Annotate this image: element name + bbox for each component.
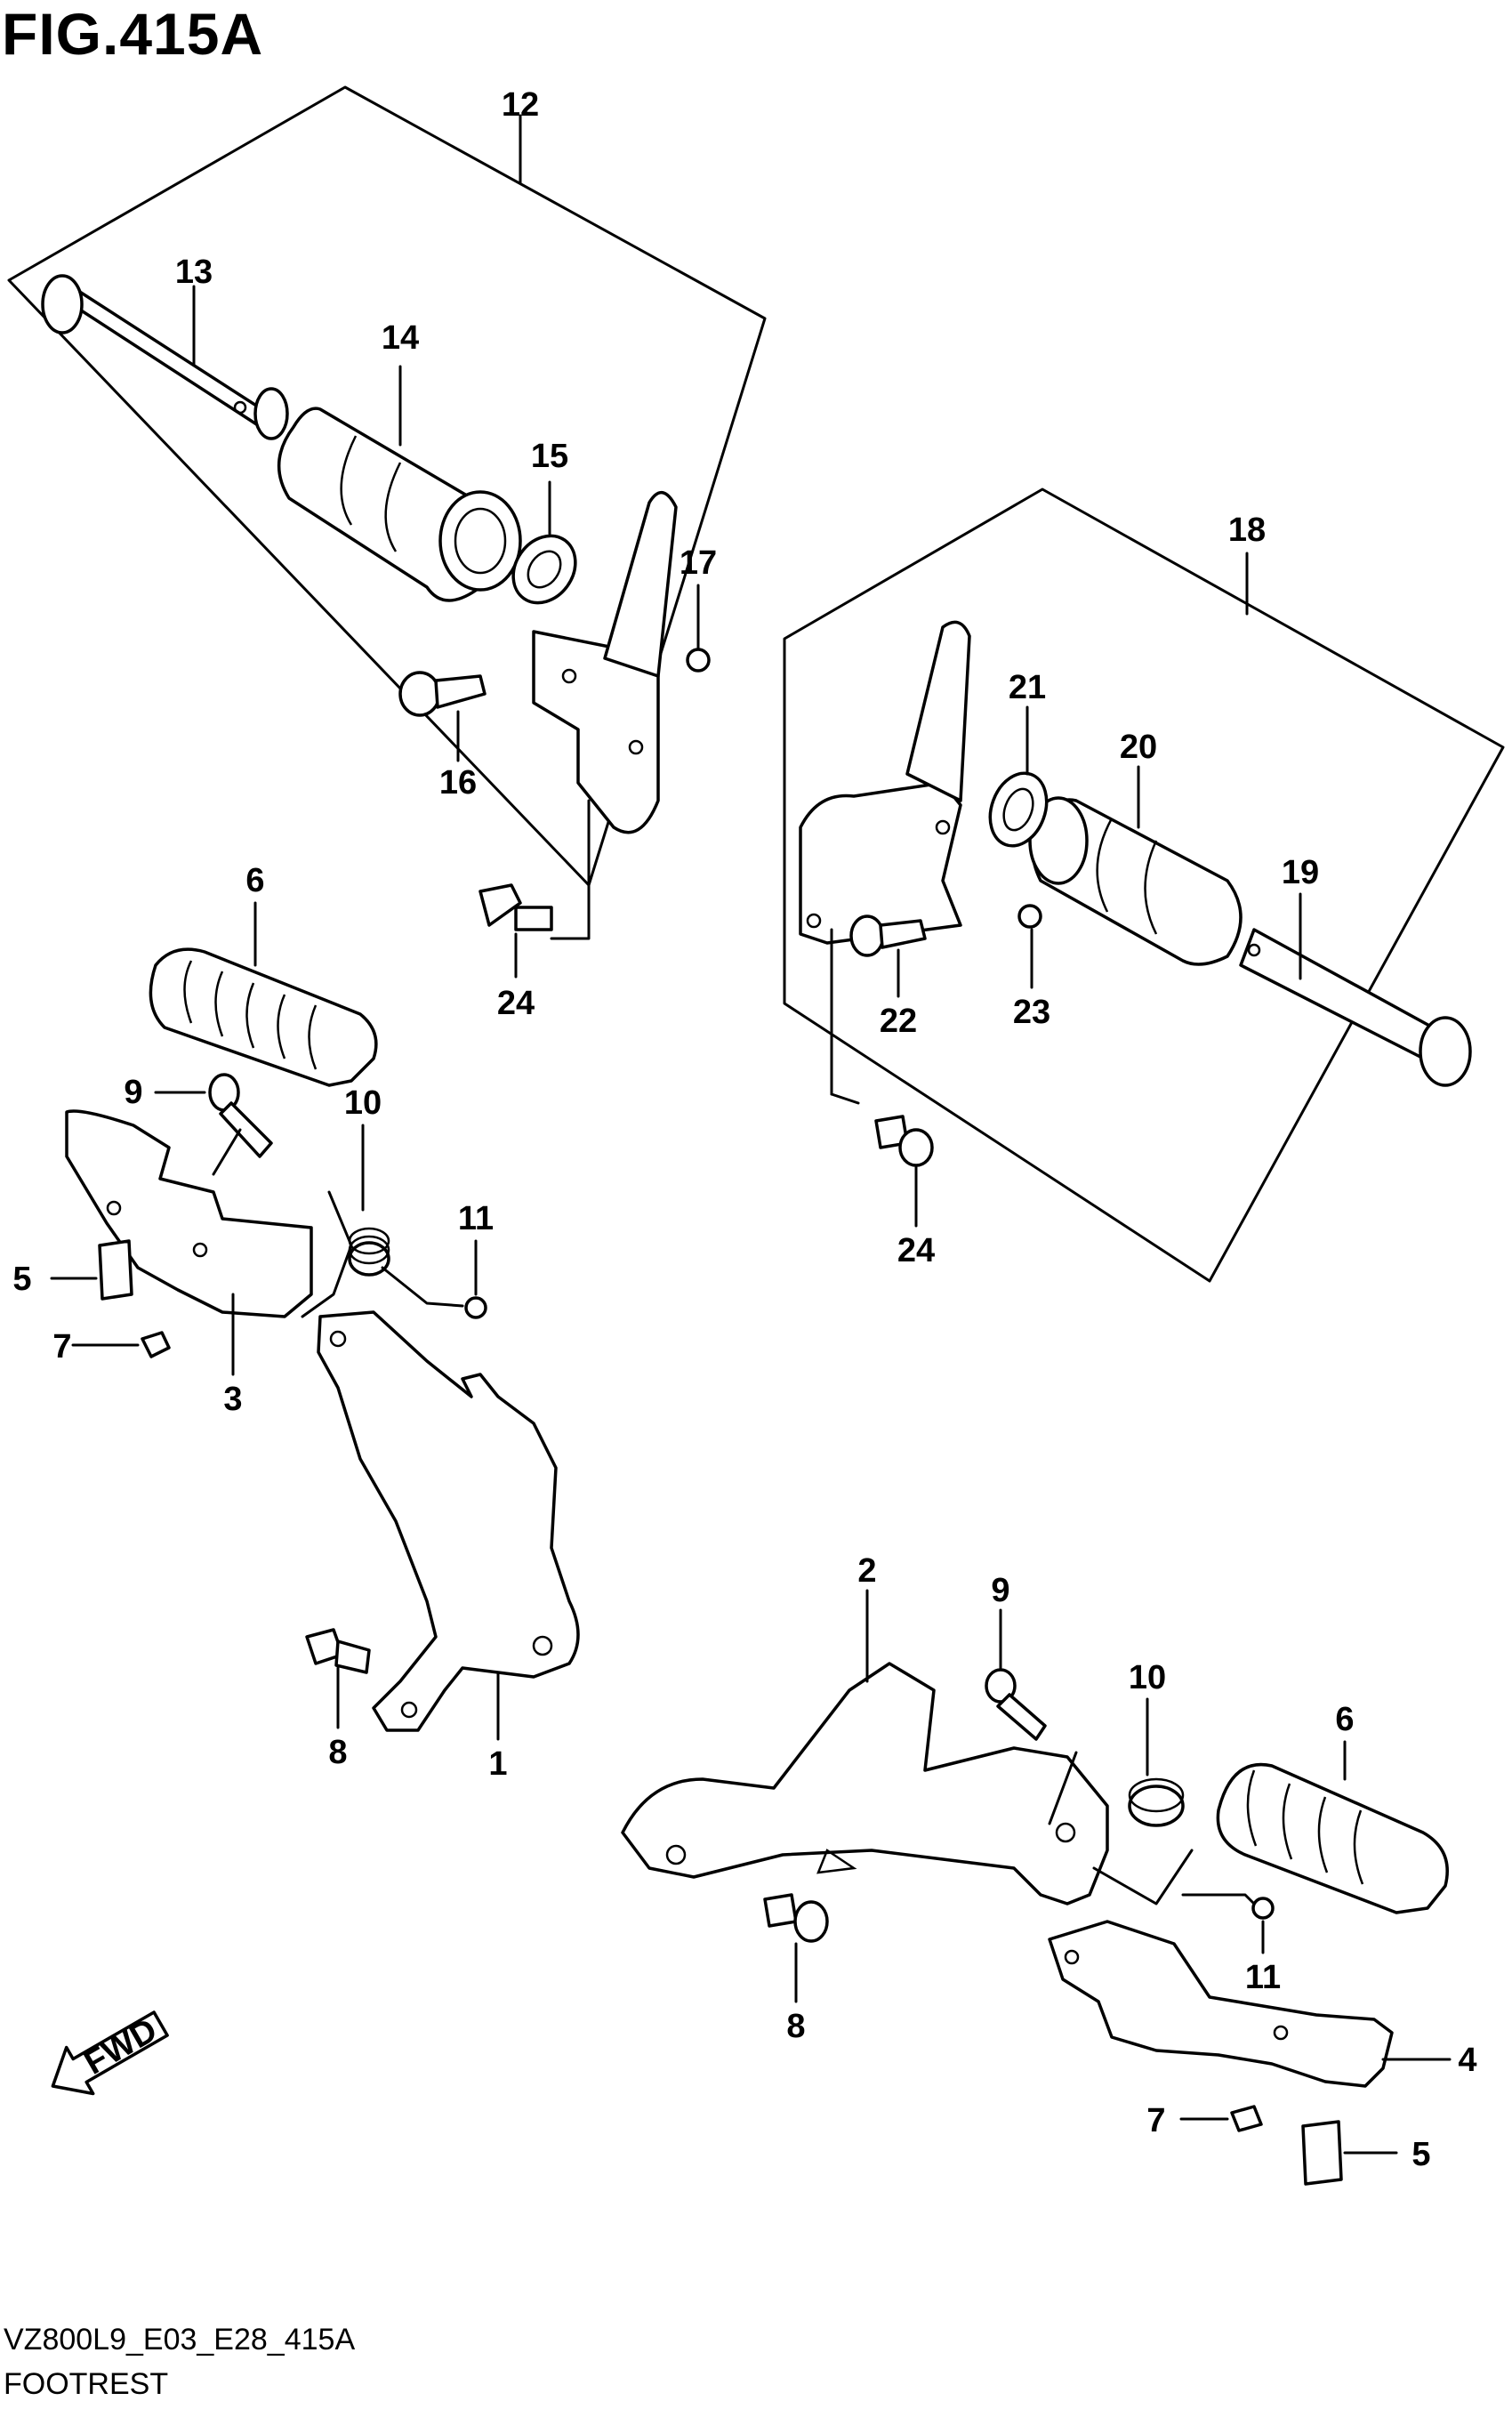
fwd-direction-arrow: FWD bbox=[51, 2010, 169, 2096]
callout-11-right: 11 bbox=[1245, 1959, 1281, 1996]
callout-5-left: 5 bbox=[12, 1261, 31, 1298]
callout-2: 2 bbox=[857, 1552, 876, 1590]
part-19-peg-shaft bbox=[1239, 928, 1472, 1087]
callout-6-right: 6 bbox=[1335, 1701, 1354, 1738]
part-8-bolt-left bbox=[305, 1628, 371, 1674]
callout-10-right: 10 bbox=[1129, 1659, 1166, 1696]
callout-9-right: 9 bbox=[991, 1572, 1009, 1609]
part-6-footrest-rubber-right bbox=[1216, 1762, 1449, 1914]
part-2-main-bracket-right bbox=[621, 1662, 1109, 1905]
callout-24-left: 24 bbox=[497, 985, 535, 1022]
callout-18: 18 bbox=[1228, 512, 1266, 549]
callout-7-right: 7 bbox=[1146, 2102, 1165, 2139]
part-9-pin-left bbox=[208, 1073, 273, 1158]
callout-20: 20 bbox=[1120, 729, 1157, 766]
callout-23: 23 bbox=[1013, 994, 1050, 1031]
callout-17: 17 bbox=[680, 544, 717, 582]
callout-24-right: 24 bbox=[897, 1232, 935, 1269]
part-3-footrest-bracket-left bbox=[65, 1109, 313, 1318]
part-8-bolt-right bbox=[763, 1893, 829, 1943]
part-24-bolt-right bbox=[874, 1115, 934, 1167]
part-13-peg-shaft bbox=[41, 274, 289, 440]
assembly-box-12 bbox=[7, 85, 767, 887]
figure-code: VZ800L9_E03_E28_415A bbox=[4, 2323, 356, 2357]
figure-title: FIG.415A bbox=[2, 1, 264, 67]
callout-21: 21 bbox=[1009, 669, 1046, 706]
callout-4: 4 bbox=[1458, 2042, 1476, 2079]
callout-11-left: 11 bbox=[458, 1200, 494, 1237]
callout-13: 13 bbox=[175, 254, 213, 291]
callout-16: 16 bbox=[439, 764, 477, 802]
callout-22: 22 bbox=[880, 1003, 917, 1040]
part-15-washer bbox=[511, 534, 577, 605]
part-9-pin-right bbox=[985, 1668, 1047, 1741]
part-10-spring-right bbox=[1128, 1777, 1185, 1827]
part-11-clip-left bbox=[464, 1296, 487, 1319]
part-14-rubber-roller bbox=[277, 407, 522, 602]
part-7-nut-left bbox=[141, 1331, 171, 1358]
part-4-footrest-bracket-right bbox=[1048, 1920, 1394, 2088]
callout-12: 12 bbox=[502, 86, 539, 124]
callout-5-right: 5 bbox=[1411, 2136, 1430, 2173]
callout-8-right: 8 bbox=[786, 2008, 805, 2045]
callout-7-left: 7 bbox=[52, 1328, 71, 1366]
callout-10-left: 10 bbox=[344, 1084, 382, 1122]
part-17-clip bbox=[686, 648, 711, 673]
part-5-bolt-right bbox=[1301, 2120, 1343, 2186]
callout-8-left: 8 bbox=[328, 1734, 347, 1771]
callout-19: 19 bbox=[1282, 854, 1319, 891]
callout-9-left: 9 bbox=[124, 1074, 142, 1111]
part-21-washer bbox=[988, 771, 1049, 848]
part-5-bolt-left bbox=[98, 1239, 133, 1301]
part-22-pin bbox=[849, 914, 927, 957]
part-23-clip bbox=[1017, 904, 1042, 929]
figure-name: FOOTREST bbox=[4, 2367, 169, 2401]
part-bracket-upper-right bbox=[799, 620, 971, 945]
part-24-bolt-left bbox=[479, 883, 553, 931]
part-bracket-upper-left bbox=[532, 491, 678, 834]
part-6-footrest-rubber-left bbox=[149, 947, 378, 1087]
part-16-pin bbox=[398, 671, 487, 717]
callout-6-left: 6 bbox=[245, 862, 264, 899]
part-11-clip-right bbox=[1251, 1897, 1275, 1920]
part-20-rubber-roller bbox=[1028, 796, 1243, 966]
fwd-label: FWD bbox=[78, 2011, 164, 2083]
callout-1: 1 bbox=[488, 1745, 507, 1783]
callout-15: 15 bbox=[531, 438, 568, 475]
part-1-main-bracket-left bbox=[317, 1310, 580, 1732]
callout-14: 14 bbox=[382, 319, 419, 357]
callout-3: 3 bbox=[223, 1381, 242, 1418]
part-7-nut-right bbox=[1230, 2105, 1263, 2132]
